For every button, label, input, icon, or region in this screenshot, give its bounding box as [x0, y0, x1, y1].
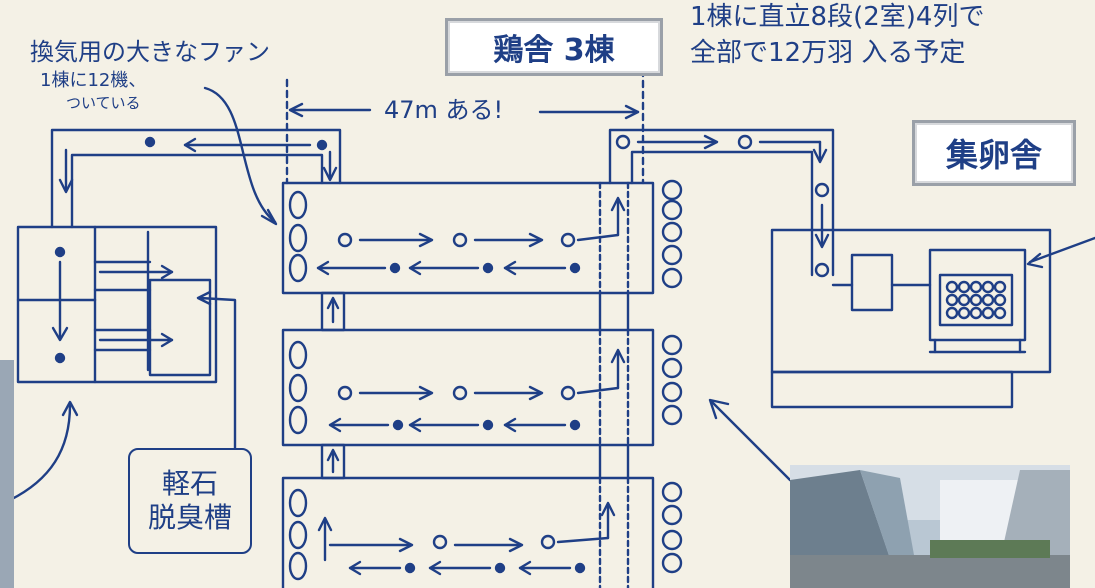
henhouse-3 [281, 476, 655, 588]
henhouse-1 [281, 181, 655, 295]
capacity-line1: 1棟に直立8段(2室)4列で [690, 2, 985, 32]
egg-conveyor [608, 128, 835, 278]
dimension-line [285, 68, 645, 185]
henhouse-photo [790, 465, 1070, 588]
fan-column [661, 179, 683, 574]
house-connectors [320, 291, 630, 480]
egg-collection-house [770, 228, 1095, 409]
henhouse-label: 鶏舎 3棟 [445, 18, 663, 76]
deodorizer-building [16, 225, 218, 384]
fan-detail-line1: 1棟に12機、 [40, 70, 147, 91]
fan-title: 換気用の大きなファン [30, 38, 270, 66]
deodorizer-note-line2: 脱臭槽 [147, 501, 232, 534]
henhouse-2 [281, 328, 655, 447]
length-annotation: 47m ある! [378, 98, 510, 122]
left-photo-strip [0, 360, 14, 588]
fan-pointer-arrow [203, 86, 277, 224]
deodorizer-note-line1: 軽石 [161, 467, 218, 500]
exhaust-duct [50, 128, 342, 229]
egg-collection-label: 集卵舎 [912, 120, 1076, 186]
capacity-line2: 全部で12万羽 入る予定 [690, 38, 966, 68]
deodorizer-pointer-arrow [198, 296, 237, 462]
fan-detail-line2: ついている [66, 94, 141, 112]
deodorizer-note-box: 軽石 脱臭槽 [128, 448, 252, 554]
